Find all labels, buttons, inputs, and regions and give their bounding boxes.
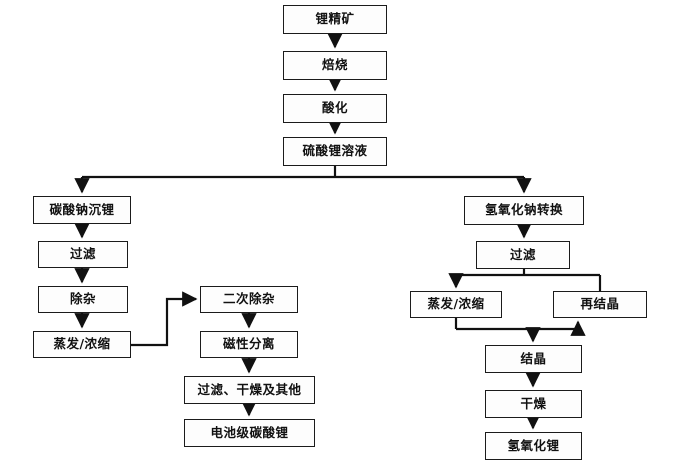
node-lithium-sulfate-solution[interactable]: 硫酸锂溶液	[283, 137, 387, 166]
node-acidification[interactable]: 酸化	[283, 94, 387, 123]
node-label: 磁性分离	[222, 336, 275, 352]
edge-n8-n9	[131, 291, 198, 347]
node-label: 锂精矿	[315, 11, 355, 27]
node-label: 蒸发/浓缩	[53, 336, 111, 352]
node-label: 过滤	[509, 246, 536, 262]
node-label: 酸化	[321, 100, 348, 116]
node-lithium-hydroxide[interactable]: 氢氧化锂	[485, 432, 582, 460]
node-sodium-carbonate-precipitation[interactable]: 碳酸钠沉锂	[33, 196, 131, 224]
node-label: 干燥	[520, 395, 547, 411]
node-sodium-hydroxide-conversion[interactable]: 氢氧化钠转换	[464, 196, 584, 225]
node-label: 碳酸钠沉锂	[49, 201, 115, 217]
node-label: 过滤	[69, 246, 96, 262]
node-label: 结晶	[520, 350, 547, 366]
node-filtration-left[interactable]: 过滤	[38, 241, 128, 268]
node-label: 焙烧	[321, 57, 348, 73]
node-label: 过滤、干燥及其他	[197, 381, 302, 397]
node-evaporation-concentration-left[interactable]: 蒸发/浓缩	[33, 331, 131, 358]
node-crystallization[interactable]: 结晶	[485, 345, 582, 373]
node-label: 再结晶	[580, 296, 620, 312]
node-battery-grade-lithium-carbonate[interactable]: 电池级碳酸锂	[184, 419, 315, 447]
node-roasting[interactable]: 焙烧	[283, 51, 387, 80]
node-label: 电池级碳酸锂	[210, 424, 289, 440]
node-label: 硫酸锂溶液	[302, 143, 368, 159]
node-filtration-right[interactable]: 过滤	[476, 241, 570, 269]
node-lithium-concentrate[interactable]: 锂精矿	[283, 5, 387, 34]
node-label: 氢氧化锂	[507, 437, 560, 453]
node-filtration-drying-other[interactable]: 过滤、干燥及其他	[184, 376, 315, 404]
node-recrystallization[interactable]: 再结晶	[553, 291, 647, 318]
node-label: 蒸发/浓缩	[427, 296, 485, 312]
node-secondary-impurity-removal[interactable]: 二次除杂	[200, 286, 298, 313]
node-label: 二次除杂	[222, 291, 275, 307]
node-label: 除杂	[69, 291, 96, 307]
node-impurity-removal[interactable]: 除杂	[38, 286, 128, 313]
node-label: 氢氧化钠转换	[484, 202, 563, 218]
node-drying[interactable]: 干燥	[485, 390, 582, 418]
node-evaporation-concentration-right[interactable]: 蒸发/浓缩	[410, 291, 502, 318]
node-magnetic-separation[interactable]: 磁性分离	[200, 331, 298, 358]
